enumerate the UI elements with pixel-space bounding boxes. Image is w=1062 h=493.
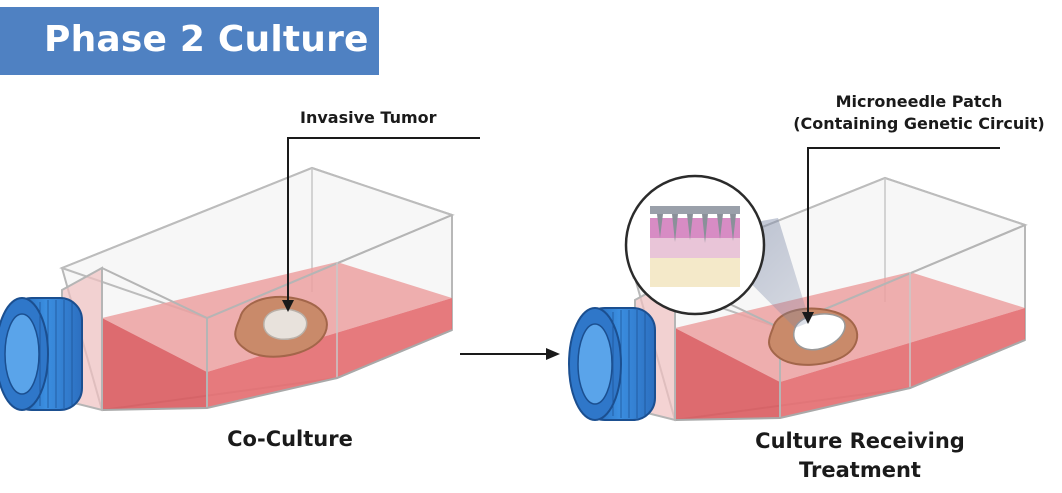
title-banner: Phase 2 Culture — [0, 7, 379, 75]
callout-line-tumor — [287, 137, 480, 306]
caption-line-2: Treatment — [799, 458, 921, 482]
skin-inset-icon — [624, 174, 766, 316]
callout-line-patch — [807, 147, 1000, 318]
left-flask — [0, 167, 453, 411]
caption-co-culture: Co-Culture — [227, 427, 353, 451]
arrowhead-icon — [282, 300, 294, 312]
caption-culture-receiving-treatment: Culture Receiving Treatment — [730, 427, 990, 485]
callout-invasive-tumor: Invasive Tumor — [300, 108, 437, 127]
page-title: Phase 2 Culture — [44, 19, 369, 60]
callout-line-1: Microneedle Patch — [835, 92, 1003, 111]
tumor-icon — [234, 295, 328, 358]
process-arrow-icon — [460, 348, 560, 360]
arrowhead-icon — [802, 312, 814, 324]
caption-line-1: Culture Receiving — [755, 429, 965, 453]
callout-line-2: (Containing Genetic Circuit) — [793, 114, 1045, 133]
callout-microneedle-patch: Microneedle Patch (Containing Genetic Ci… — [780, 91, 1058, 135]
